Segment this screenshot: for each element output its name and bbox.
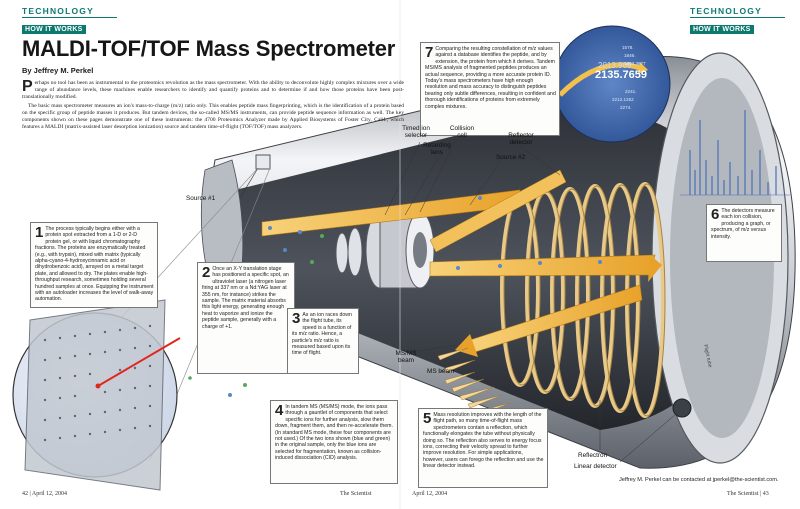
callout-number: 1 xyxy=(35,224,44,241)
callout-number: 5 xyxy=(423,410,432,427)
spectrum-value-4: 2241. xyxy=(625,89,637,94)
spectrum-value-5: 2212.1352 xyxy=(612,97,634,102)
spectrum-top-value: 2013.909 xyxy=(598,61,632,70)
ms-beam xyxy=(261,189,662,282)
label-source-2: Source #2 xyxy=(496,154,526,161)
paragraph-2: The basic mass spectrometer measures an … xyxy=(22,103,404,130)
callout-1: 1 The process typically begins either wi… xyxy=(30,222,158,308)
spectrum-value-2: 1846. xyxy=(624,53,636,58)
label-collision-cell: Collision cell xyxy=(449,125,475,140)
footer-right: The Scientist | 43 xyxy=(727,491,769,497)
sample-spots xyxy=(43,324,152,442)
spectrum-display xyxy=(553,25,671,143)
label-ms-beam: MS beam xyxy=(427,368,455,375)
callout-7: 7 Comparing the resulting constellation … xyxy=(420,42,560,136)
callout-4: 4 In tandem MS (MS/MS) mode, the ions pa… xyxy=(270,400,398,484)
callout-number: 2 xyxy=(202,264,211,281)
section-subtitle-right: HOW IT WORKS xyxy=(690,25,754,34)
page-title: MALDI-TOF/TOF Mass Spectrometer xyxy=(22,36,396,61)
label-reflector-detector: Reflector detector xyxy=(508,132,534,147)
callout-text: As an ion races down the flight tube, it… xyxy=(292,312,352,357)
footer-left-publication: The Scientist xyxy=(340,491,372,497)
spectrum-value-6: 2274. xyxy=(620,105,632,110)
label-source-1: Source #1 xyxy=(186,195,216,202)
author-credit: Jeffrey M. Perkel can be contacted at jp… xyxy=(619,477,779,483)
reflector-beam xyxy=(429,169,567,253)
byline: By Jeffrey M. Perkel xyxy=(22,66,94,75)
callout-number: 7 xyxy=(425,44,434,61)
callout-text: The process typically begins either with… xyxy=(35,226,154,303)
label-leaders xyxy=(384,139,677,463)
section-title-left: TECHNOLOGY xyxy=(22,6,117,18)
spectrum-value-1: 1578. xyxy=(622,45,634,50)
callout-2: 2 Once an X-Y translation stage has posi… xyxy=(197,262,295,374)
spectrum-graph xyxy=(680,110,790,196)
label-reflectron: Reflectron xyxy=(578,452,608,459)
sample-plate-magnifier xyxy=(12,167,271,491)
section-header-right: TECHNOLOGY HOW IT WORKS xyxy=(690,6,785,36)
label-timed-ion-selector: Timed ion selector xyxy=(402,125,430,140)
callout-5: 5 Mass resolution improves with the leng… xyxy=(418,408,548,488)
label-retarding-lens: Retarding lens xyxy=(423,142,451,157)
collision-cell xyxy=(365,211,435,289)
callout-number: 6 xyxy=(711,206,720,223)
drop-cap: P xyxy=(22,78,33,95)
callout-text: The detectors measure each ion collision… xyxy=(711,208,775,240)
linear-detector xyxy=(672,398,692,418)
laser-beam xyxy=(97,337,181,387)
section-title-right: TECHNOLOGY xyxy=(690,6,785,18)
label-linear-detector: Linear detector xyxy=(574,463,617,470)
callout-6: 6 The detectors measure each ion collisi… xyxy=(706,204,782,262)
footer-left: 42 | April 12, 2004 xyxy=(22,491,68,497)
callout-text: Once an X-Y translation stage has positi… xyxy=(202,266,289,330)
callout-text: Comparing the resulting constellation of… xyxy=(425,46,556,110)
callout-3: 3 As an ion races down the flight tube, … xyxy=(287,308,359,374)
callout-text: In tandem MS (MS/MS) mode, the ions pass… xyxy=(275,404,393,462)
label-msms-beam: MS/MS beam xyxy=(395,350,417,365)
spectrum-value-3: 1903.3677 xyxy=(624,61,646,66)
spectrum-peak-value: 2135.7659 xyxy=(595,69,647,81)
section-subtitle-left: HOW IT WORKS xyxy=(22,25,86,34)
callout-number: 4 xyxy=(275,402,284,419)
section-header-left: TECHNOLOGY HOW IT WORKS xyxy=(22,6,117,36)
footer-right-date: April 12, 2004 xyxy=(412,491,448,497)
callout-number: 3 xyxy=(292,310,301,327)
ion-selector xyxy=(335,227,363,277)
callout-text: Mass resolution improves with the length… xyxy=(423,412,544,470)
source1-target xyxy=(255,154,271,170)
